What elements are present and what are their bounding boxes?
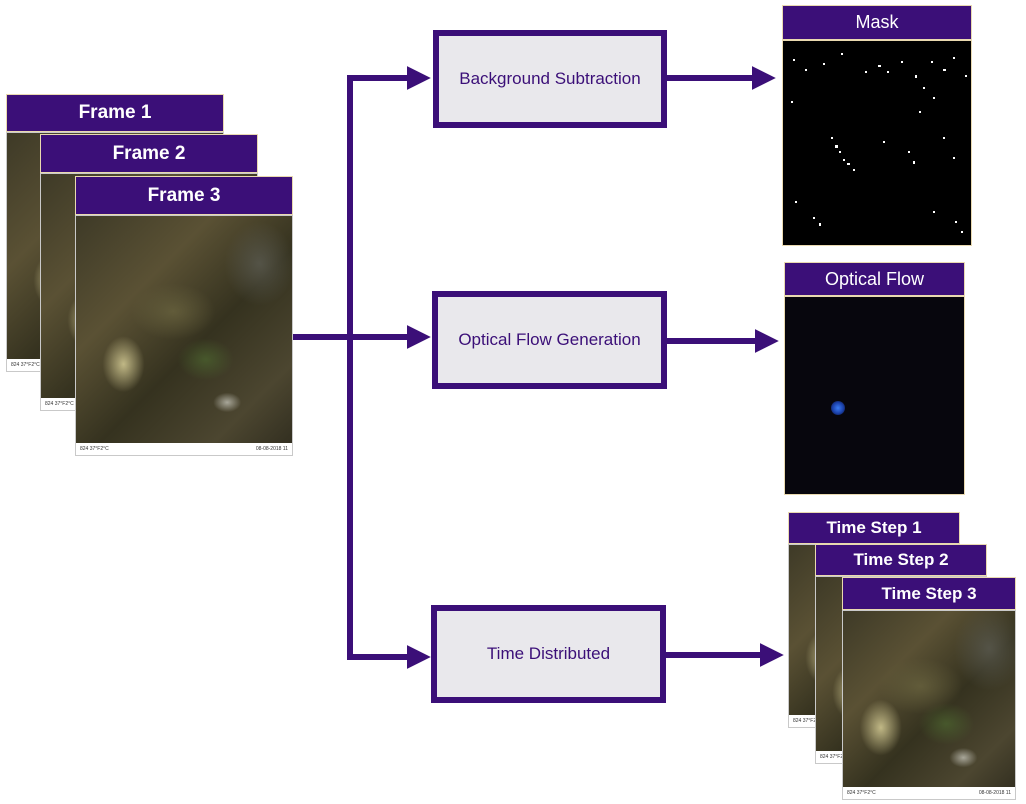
time-step-2-label: Time Step 2 [815, 544, 987, 576]
time-step-3-image: 824 37°F2°C 08-08-2018 11 [842, 610, 1016, 800]
frame-1-label: Frame 1 [6, 94, 224, 132]
optical-flow-label: Optical Flow [784, 262, 965, 296]
frame-3-strip-right: 08-08-2018 11 [255, 446, 288, 452]
frame-2-label: Frame 2 [40, 134, 258, 173]
background-subtraction-box: Background Subtraction [433, 30, 667, 128]
frame-2-strip-left: 824 37°F2°C [45, 401, 74, 407]
mask-image [782, 40, 972, 246]
frame-1-strip-left: 824 37°F2°C [11, 362, 40, 368]
flow-blob [831, 401, 845, 415]
frame-3-image: 824 37°F2°C 08-08-2018 11 [75, 215, 293, 456]
time-step-2-strip-left: 824 37°F2°C [820, 754, 849, 760]
time-step-1-strip-left: 824 37°F2°C [793, 718, 822, 724]
time-step-1-label: Time Step 1 [788, 512, 960, 544]
frame-3-strip-left: 824 37°F2°C [80, 446, 109, 452]
optical-flow-image [784, 296, 965, 495]
time-step-3-strip: 824 37°F2°C 08-08-2018 11 [843, 787, 1015, 799]
frame-3-strip: 824 37°F2°C 08-08-2018 11 [76, 443, 292, 455]
optical-flow-generation-box: Optical Flow Generation [432, 291, 667, 389]
frame-3-label: Frame 3 [75, 176, 293, 215]
time-step-3-label: Time Step 3 [842, 577, 1016, 610]
time-distributed-box: Time Distributed [431, 605, 666, 703]
mask-label: Mask [782, 5, 972, 40]
time-step-3-strip-right: 08-08-2018 11 [978, 790, 1011, 796]
time-step-3-strip-left: 824 37°F2°C [847, 790, 876, 796]
